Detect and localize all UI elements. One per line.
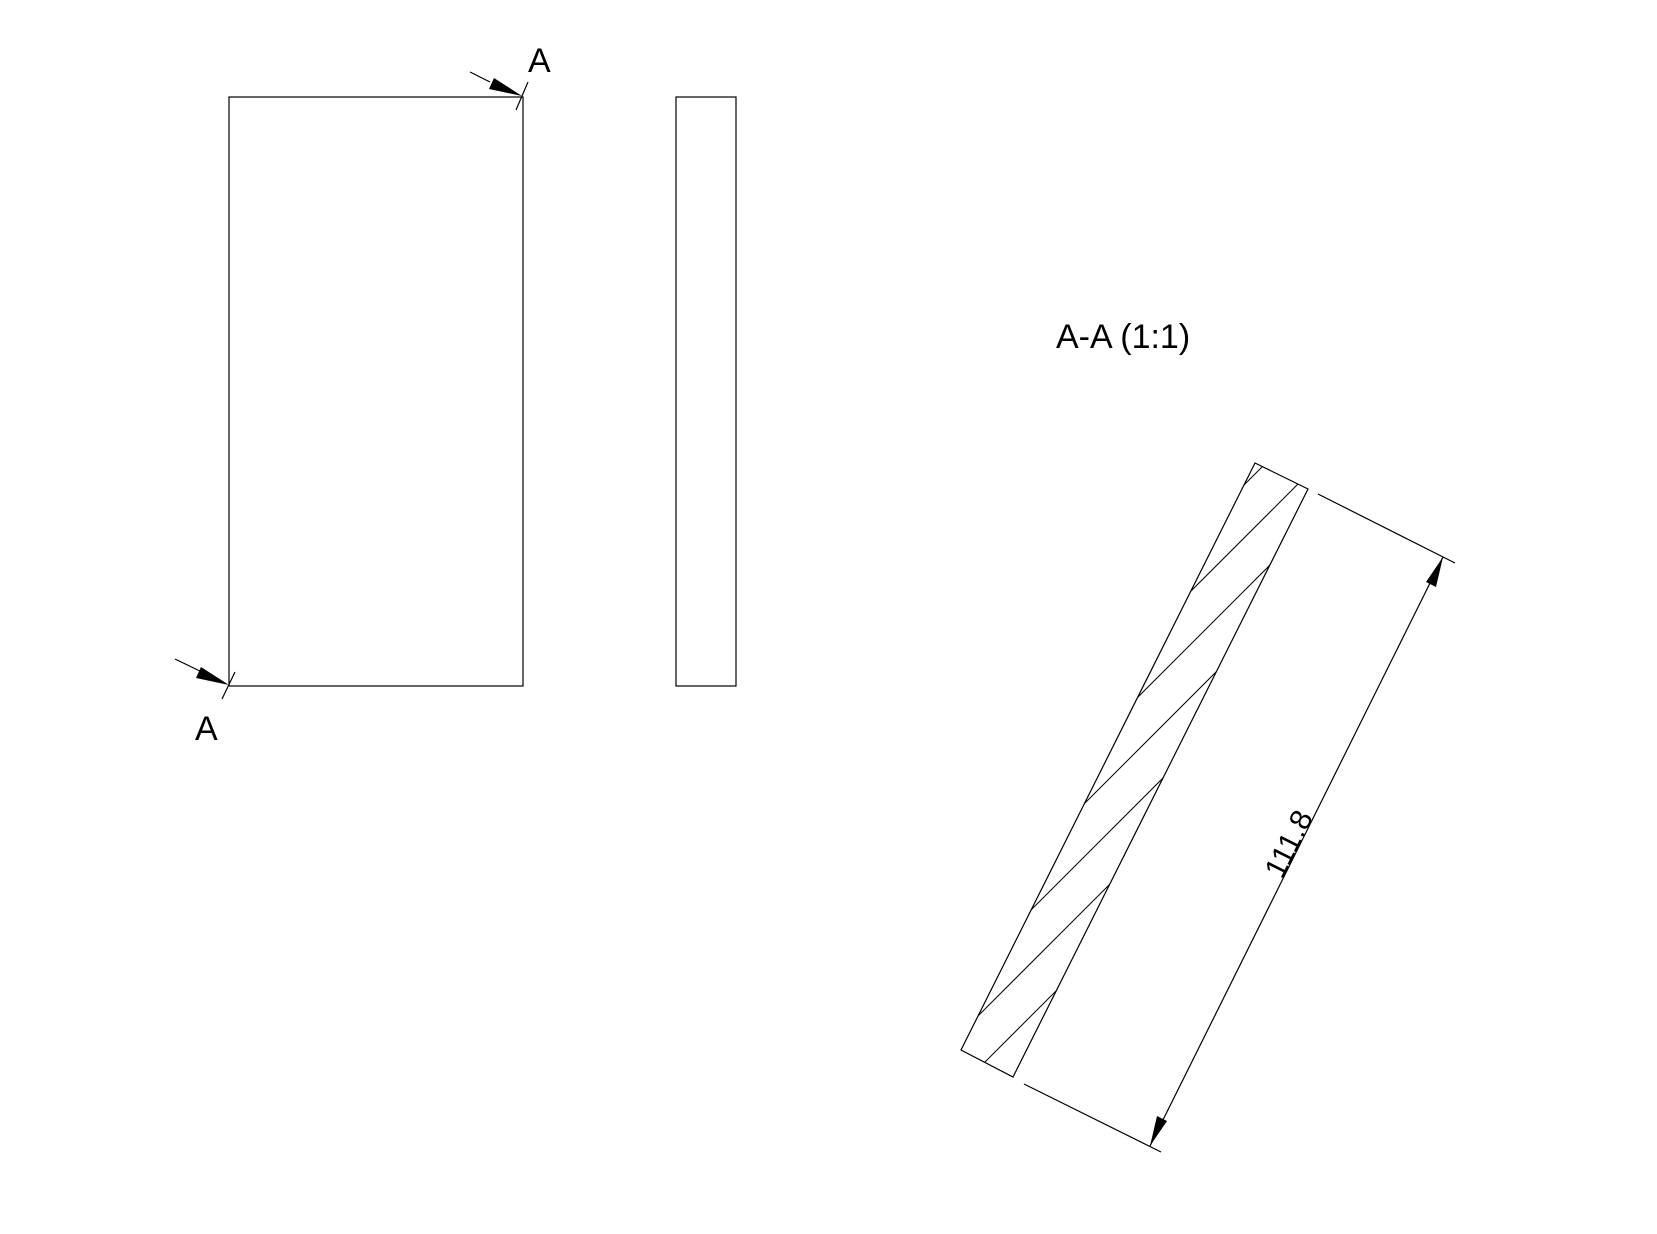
side-view-outline — [675, 96, 737, 687]
section-label-bottom: A — [195, 710, 218, 748]
section-arrow-top-line — [469, 71, 491, 83]
dimension-value: 111.8 — [1259, 805, 1320, 883]
front-view: A A — [174, 42, 551, 748]
section-arrow-bottom-head — [196, 667, 229, 685]
section-outline — [960, 462, 1309, 1078]
section-view-title: A-A (1:1) — [1056, 318, 1190, 356]
section-hatch — [961, 463, 1308, 1077]
extension-line-bottom — [1023, 1083, 1162, 1153]
front-view-outline — [228, 96, 524, 687]
dimension-arrow-top — [1426, 557, 1443, 587]
section-view: A-A (1:1) — [960, 318, 1456, 1153]
extension-line-top — [1317, 493, 1456, 564]
section-cut-tick-top — [515, 81, 529, 111]
dimension-length: 111.8 — [1023, 493, 1456, 1153]
side-view — [675, 96, 737, 687]
section-marker-bottom: A — [174, 658, 236, 748]
section-cut-tick-bottom — [221, 671, 236, 700]
dimension-arrow-bottom — [1150, 1116, 1167, 1146]
section-marker-top: A — [469, 42, 551, 111]
section-label-top: A — [528, 42, 551, 80]
section-arrow-bottom-line — [174, 658, 205, 674]
section-arrow-top-head — [489, 78, 522, 96]
dimension-line — [1149, 556, 1444, 1147]
